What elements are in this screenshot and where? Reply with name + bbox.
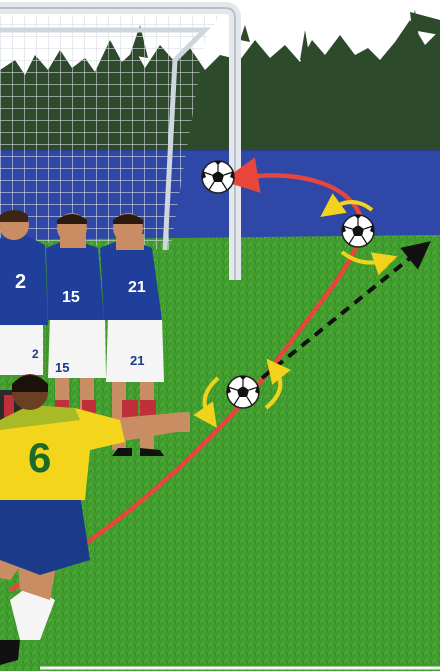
wall-player-2-number: 15 bbox=[62, 289, 80, 306]
soccer-ball-icon bbox=[342, 215, 374, 247]
soccer-ball-icon bbox=[227, 376, 259, 408]
wall-player-1-number: 2 bbox=[15, 271, 26, 293]
kicker-number: 6 bbox=[28, 434, 51, 481]
wall-player-2-shorts-number: 15 bbox=[55, 360, 69, 375]
ball-in-flight bbox=[227, 376, 259, 408]
soccer-ball-icon bbox=[202, 161, 234, 193]
wall-player-3-number: 21 bbox=[128, 279, 146, 296]
wall-player-3-shorts-number: 21 bbox=[130, 353, 144, 368]
ball-at-goal bbox=[202, 161, 234, 193]
ball-at-apex bbox=[342, 215, 374, 247]
wall-player-1-shorts-number: 2 bbox=[32, 347, 39, 361]
